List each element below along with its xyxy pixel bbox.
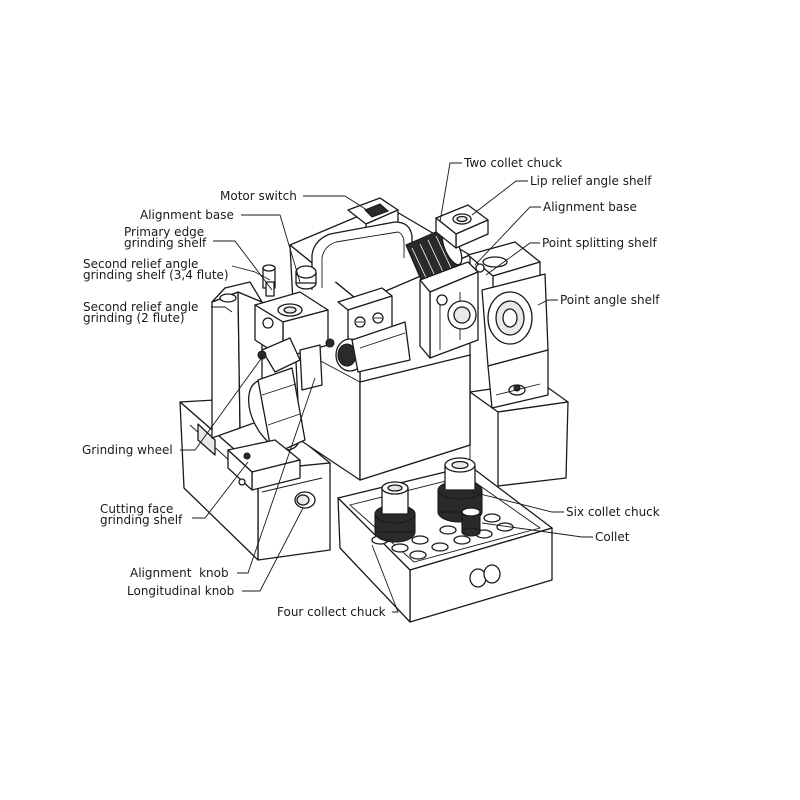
machine-illustration — [179, 197, 569, 623]
top-knob — [295, 265, 317, 290]
label-lip-relief-angle-shelf: Lip relief angle shelf — [530, 174, 652, 188]
shelf-top-knobs — [262, 264, 276, 297]
label-primary-edge-line2: grinding shelf — [124, 236, 207, 250]
label-grinding-wheel: Grinding wheel — [82, 443, 173, 457]
label-second-relief-34-line2: grinding shelf (3,4 flute) — [83, 268, 229, 282]
six-collet-chuck — [437, 457, 483, 523]
label-alignment-base-left: Alignment base — [140, 208, 234, 222]
label-motor-switch: Motor switch — [220, 189, 297, 203]
carry-handle — [311, 221, 413, 290]
label-point-angle-shelf: Point angle shelf — [560, 293, 660, 307]
four-collect-chuck — [374, 481, 416, 543]
label-cutting-face-line1: Cutting face — [100, 502, 173, 516]
grinding-wheel-assembly — [247, 337, 323, 456]
label-alignment-base-right: Alignment base — [543, 200, 637, 214]
label-second-relief-2-line2: grinding (2 flute) — [83, 311, 185, 325]
point-angle-unit — [481, 273, 549, 409]
label-second-relief-34-line1: Second relief angle — [83, 257, 198, 271]
label-six-collet-chuck: Six collet chuck — [566, 505, 660, 519]
callout-labels: Two collet chuck Lip relief angle shelf … — [82, 156, 660, 619]
label-alignment-knob: Alignment knob — [130, 566, 229, 580]
front-knurled-knob — [325, 321, 411, 373]
collet-part — [461, 507, 481, 537]
two-collet-chuck — [405, 227, 463, 283]
label-cutting-face-line2: grinding shelf — [100, 513, 183, 527]
label-two-collet-chuck: Two collet chuck — [463, 156, 562, 170]
label-longitudinal-knob: Longitudinal knob — [127, 584, 234, 598]
longitudinal-knob — [294, 491, 316, 509]
leader-lines — [180, 162, 593, 613]
label-primary-edge-line1: Primary edge — [124, 225, 204, 239]
label-second-relief-2-line1: Second relief angle — [83, 300, 198, 314]
label-collet: Collet — [595, 530, 630, 544]
label-four-collect-chuck: Four collect chuck — [277, 605, 386, 619]
label-point-splitting-shelf: Point splitting shelf — [542, 236, 658, 250]
right-alignment-base — [419, 261, 479, 359]
